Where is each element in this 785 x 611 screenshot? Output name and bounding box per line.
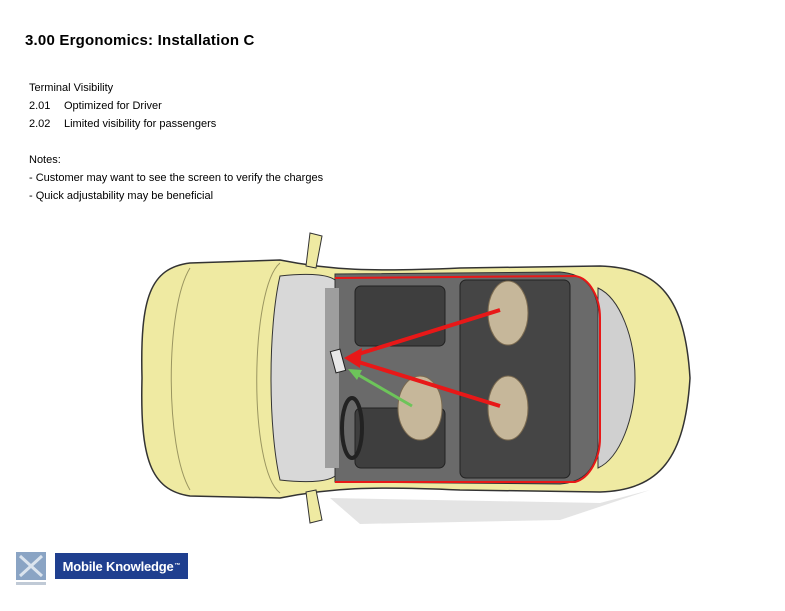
visibility-heading: Terminal Visibility <box>29 82 114 94</box>
logo-trademark: ™ <box>174 563 181 569</box>
item-text: Limited visibility for passengers <box>64 118 217 130</box>
visibility-item: 2.01 Optimized for Driver <box>29 97 216 115</box>
passenger-head-left <box>487 375 529 441</box>
car-top-view-illustration <box>141 232 691 524</box>
right-mirror <box>305 489 323 524</box>
note-item: - Customer may want to see the screen to… <box>29 172 324 184</box>
payment-terminal <box>329 348 347 374</box>
notes-section: Notes: - Customer may want to see the sc… <box>29 151 323 205</box>
sight-line-rear-left <box>351 358 501 408</box>
sight-line-rear-right <box>351 308 501 358</box>
sight-line-driver <box>354 371 413 408</box>
driver-head <box>397 375 443 441</box>
steering-wheel <box>340 396 364 460</box>
logo-text: Mobile Knowledge <box>62 558 174 574</box>
page-title: 3.00 Ergonomics: Installation C <box>25 32 255 49</box>
item-text: Optimized for Driver <box>64 100 162 112</box>
company-mark-icon <box>16 552 46 585</box>
notes-heading: Notes: <box>29 154 61 166</box>
front-passenger-seat <box>354 285 446 347</box>
left-mirror <box>305 232 323 269</box>
item-number: 2.02 <box>29 118 51 130</box>
item-number: 2.01 <box>29 100 51 112</box>
note-item: - Quick adjustability may be beneficial <box>29 190 214 202</box>
visibility-section: Terminal Visibility 2.01 Optimized for Dr… <box>29 79 216 133</box>
visibility-item: 2.02 Limited visibility for passengers <box>29 115 216 133</box>
